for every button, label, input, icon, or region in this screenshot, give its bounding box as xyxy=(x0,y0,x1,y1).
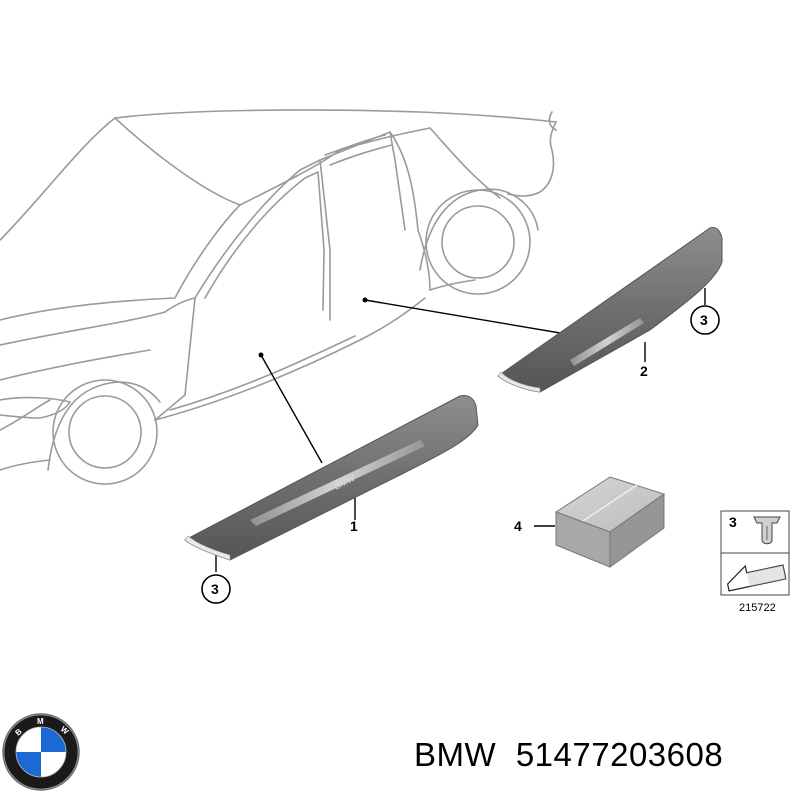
callout-1: 1 xyxy=(350,518,358,534)
sill-plate-front: BMW xyxy=(184,395,479,561)
sill-plate-rear xyxy=(497,227,723,393)
svg-text:W: W xyxy=(59,725,71,737)
part-4-box xyxy=(554,476,666,568)
car-outline xyxy=(0,109,557,485)
bmw-logo-icon: B M W xyxy=(2,713,80,791)
svg-text:B: B xyxy=(14,727,24,738)
callout-3-front: 3 xyxy=(201,574,231,604)
callout-3-front-label: 3 xyxy=(211,581,219,597)
callout-1-label: 1 xyxy=(350,518,358,534)
callout-2: 2 xyxy=(640,363,648,379)
diagram-number: 215722 xyxy=(739,602,776,614)
legend-box: 3 215722 xyxy=(720,510,790,614)
callout-4-label: 4 xyxy=(514,518,522,534)
svg-text:M: M xyxy=(37,717,44,726)
callout-4: 4 xyxy=(514,518,522,534)
part-caption: BMW 51477203608 xyxy=(414,736,794,786)
callout-3-rear-label: 3 xyxy=(700,312,708,328)
arrow-icon xyxy=(726,564,787,592)
caption-brand: BMW xyxy=(414,736,497,773)
clip-icon xyxy=(753,516,781,545)
caption-part-number: 51477203608 xyxy=(515,736,724,773)
callout-2-label: 2 xyxy=(640,363,648,379)
callout-3-rear: 3 xyxy=(690,305,720,335)
legend-item-label: 3 xyxy=(729,514,737,530)
